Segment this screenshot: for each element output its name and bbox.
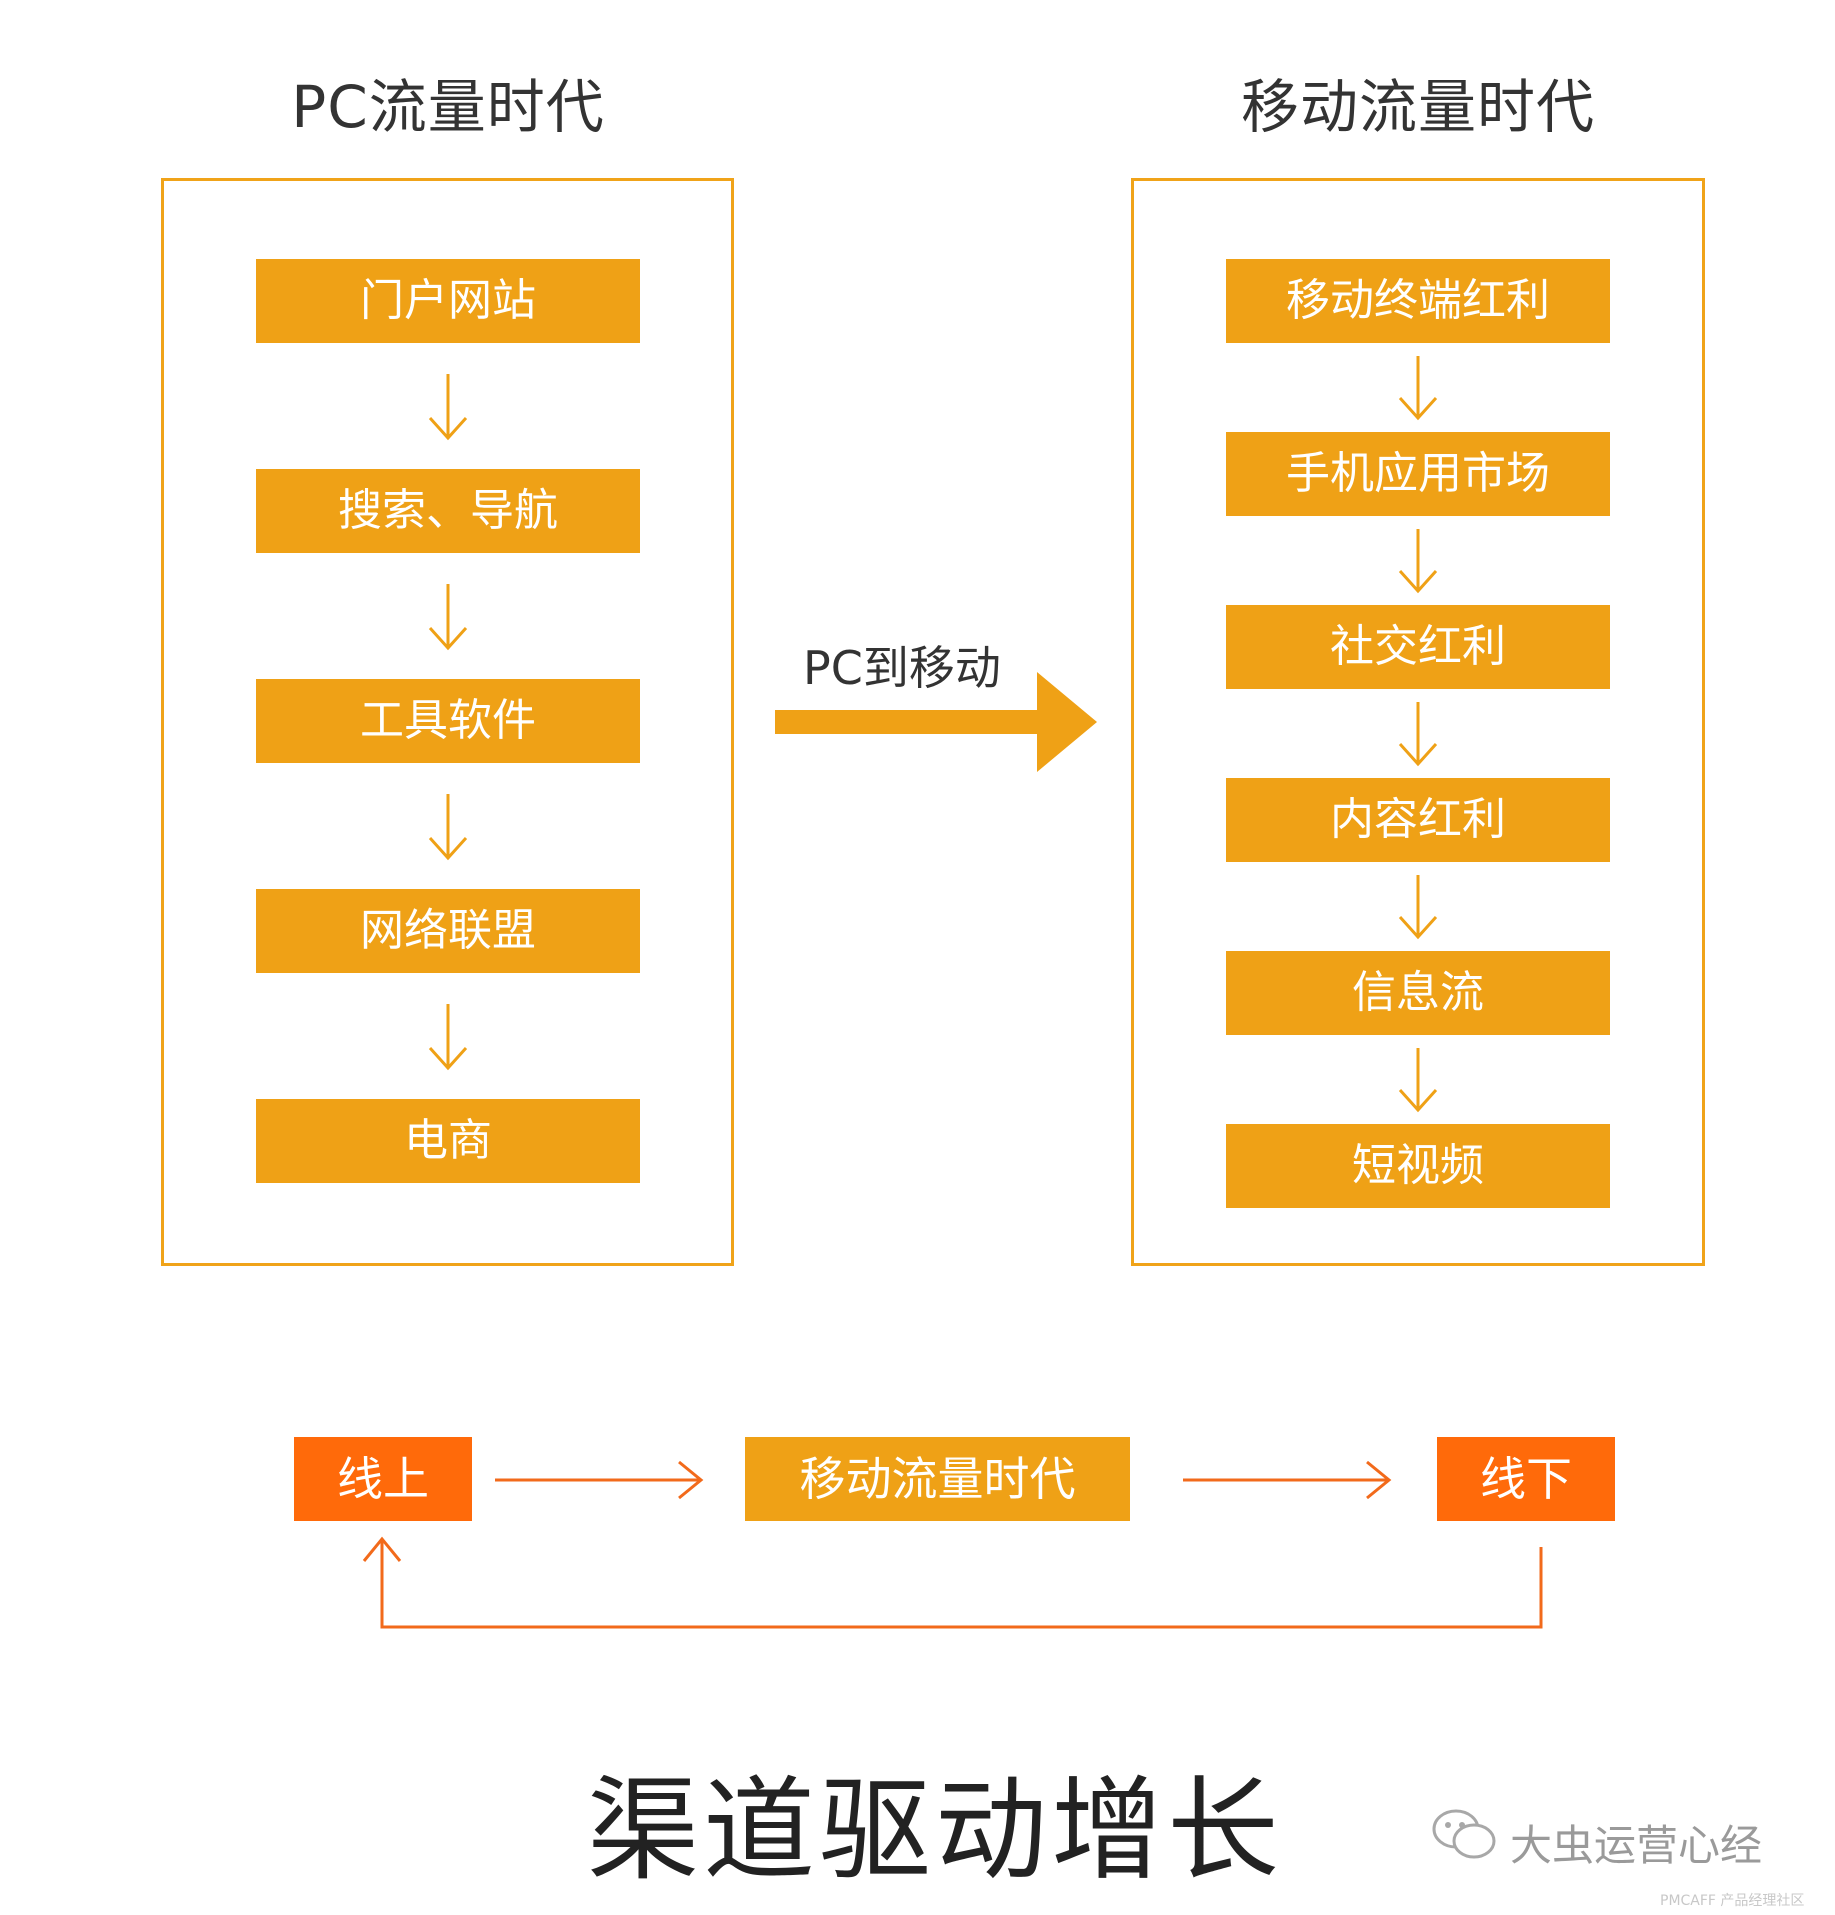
watermark-small: PMCAFF 产品经理社区 [1660, 1893, 1805, 1909]
main-title: 渠道驱动增长 [587, 1766, 1283, 1896]
mobile-step-feed: 信息流 [1226, 951, 1610, 1035]
pc-era-panel [161, 178, 734, 1266]
cycle-online-box: 线上 [294, 1437, 472, 1521]
wechat-icon [1432, 1809, 1496, 1859]
mobile-down-arrow-2 [1398, 529, 1438, 594]
transition-label: PC到移动 [803, 641, 1001, 695]
mobile-step-device-dividend: 移动终端红利 [1226, 259, 1610, 343]
mobile-era-title: 移动流量时代 [1240, 73, 1595, 141]
cycle-offline-box: 线下 [1437, 1437, 1615, 1521]
mobile-down-arrow-4 [1398, 875, 1438, 940]
mobile-down-arrow-1 [1398, 356, 1438, 421]
cycle-mobile-era-box: 移动流量时代 [745, 1437, 1130, 1521]
pc-step-search-nav: 搜索、导航 [256, 469, 640, 553]
watermark-text: 大虫运营心经 [1510, 1821, 1763, 1870]
pc-down-arrow-1 [428, 374, 468, 441]
mobile-step-short-video: 短视频 [1226, 1124, 1610, 1208]
transition-arrow [775, 672, 1097, 772]
cycle-return-loop-arrow [362, 1536, 1543, 1629]
pc-down-arrow-2 [428, 584, 468, 651]
mobile-down-arrow-3 [1398, 702, 1438, 767]
pc-era-title: PC流量时代 [291, 73, 605, 141]
pc-step-tools: 工具软件 [256, 679, 640, 763]
mobile-step-content-dividend: 内容红利 [1226, 778, 1610, 862]
mobile-step-social-dividend: 社交红利 [1226, 605, 1610, 689]
mobile-step-app-market: 手机应用市场 [1226, 432, 1610, 516]
pc-down-arrow-3 [428, 794, 468, 861]
pc-step-ecommerce: 电商 [256, 1099, 640, 1183]
cycle-arrow-online-to-mobile [495, 1460, 704, 1500]
mobile-era-panel [1131, 178, 1705, 1266]
pc-step-portal: 门户网站 [256, 259, 640, 343]
cycle-arrow-mobile-to-offline [1183, 1460, 1392, 1500]
pc-down-arrow-4 [428, 1004, 468, 1071]
pc-step-ad-network: 网络联盟 [256, 889, 640, 973]
mobile-down-arrow-5 [1398, 1048, 1438, 1113]
